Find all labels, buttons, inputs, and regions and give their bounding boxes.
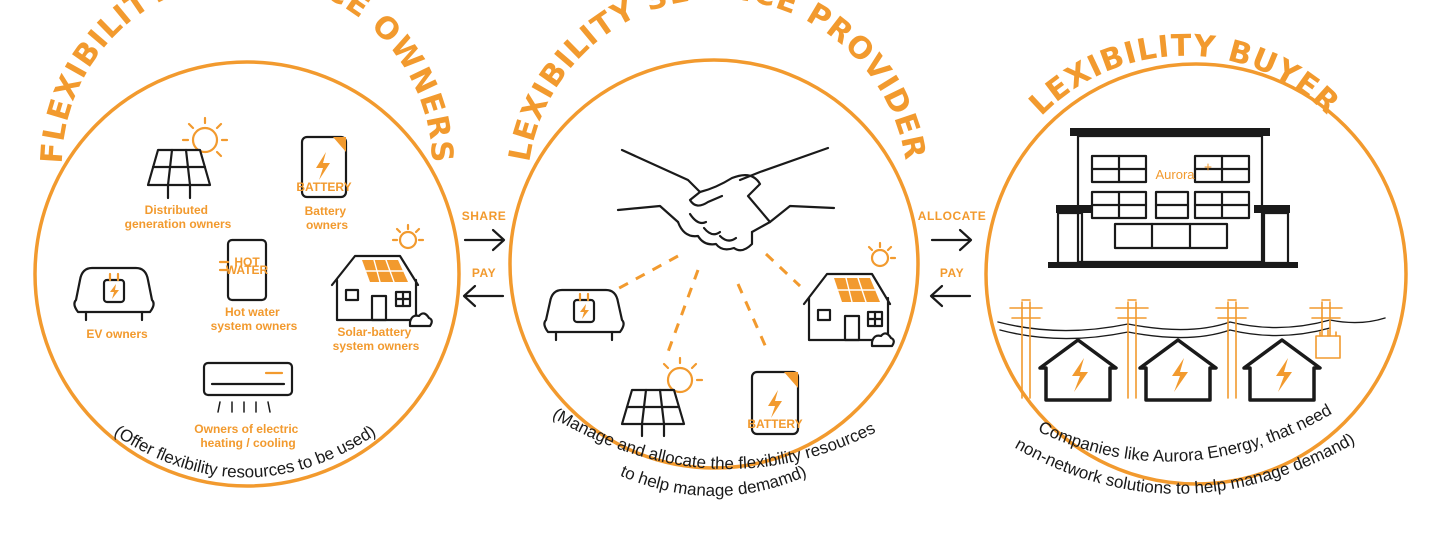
share-flow: SHARE [462, 209, 507, 252]
power-line-icon [997, 299, 1386, 399]
providers-title: FLEXIBILITY SERVICE PROVIDERS [0, 0, 932, 164]
distributed-generation-label: Distributed generation owners [125, 203, 232, 231]
provider-ev-car-icon [543, 288, 625, 342]
allocate-label: ALLOCATE [918, 209, 986, 223]
solar-house-icon [330, 223, 433, 328]
allocate-flow: ALLOCATE [918, 209, 986, 252]
ev-owners-label: EV owners [86, 327, 148, 341]
office-building-icon: Aurora [1048, 128, 1298, 268]
electric-heating-owners-label: Owners of electric heating / cooling [194, 422, 301, 450]
solar-panel-icon [146, 116, 229, 200]
air-conditioner-icon [202, 361, 294, 413]
owners-panel: FLEXIBILITY RESOURCE OWNERS Distributed … [33, 0, 461, 488]
consumer-house-icon-3 [1242, 338, 1322, 402]
pay-flow-right: PAY [929, 266, 972, 308]
provider-battery-icon: BATTERY [747, 370, 803, 436]
hot-water-tank-icon: HOT WATER [218, 238, 269, 302]
pay-flow-left: PAY [462, 266, 505, 308]
ev-car-icon [73, 266, 155, 322]
owners-title: FLEXIBILITY RESOURCE OWNERS [35, 0, 460, 164]
battery-owners-label: Battery owners [305, 204, 350, 232]
consumer-house-icon-1 [1038, 338, 1118, 402]
battery-text: BATTERY [296, 180, 351, 194]
providers-circle [508, 58, 920, 470]
hot-water-text-2: WATER [226, 263, 269, 277]
solar-battery-owners-label: Solar-battery system owners [333, 325, 420, 353]
pay-arrow-left-icon [462, 284, 505, 308]
pay-arrow-right-icon [929, 284, 972, 308]
provider-solar-house-icon [802, 241, 897, 348]
provider-battery-text: BATTERY [747, 417, 802, 431]
share-label: SHARE [462, 209, 507, 223]
buyers-title: FLEXIBILITY BUYERS [0, 0, 1346, 122]
handshake-icon [616, 146, 836, 252]
owners-circle [33, 60, 461, 488]
pay-label-right: PAY [940, 266, 964, 280]
providers-panel: FLEXIBILITY SERVICE PROVIDERS [0, 0, 932, 500]
allocate-arrow-icon [930, 228, 973, 252]
buyers-circle [984, 62, 1408, 486]
providers-caption-line1: (Manage and allocate the flexibility res… [550, 404, 879, 473]
hot-water-text-1: HOT [234, 255, 260, 269]
hot-water-owners-label: Hot water system owners [211, 305, 298, 333]
share-arrow-icon [463, 228, 506, 252]
battery-icon: BATTERY [296, 135, 352, 199]
consumer-house-icon-2 [1138, 338, 1218, 402]
provider-solar-panel-icon [620, 356, 704, 438]
aurora-sign: Aurora [1155, 167, 1195, 182]
pay-label-left: PAY [472, 266, 496, 280]
